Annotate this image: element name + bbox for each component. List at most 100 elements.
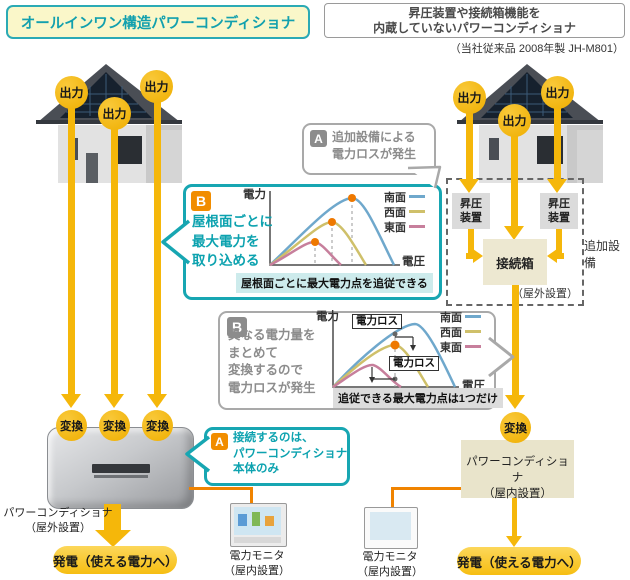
- arrow-down-icon: [147, 394, 167, 408]
- legend-label: 東面: [384, 221, 406, 234]
- power-monitor-left: [230, 503, 287, 547]
- booster-label-line: 昇圧: [548, 198, 570, 210]
- arrow-down-icon: [61, 394, 81, 408]
- booster-to-junction-line: [554, 253, 564, 259]
- callout-a-line: パワーコンディショナ: [233, 447, 348, 460]
- legend-swatch-south: [409, 195, 425, 198]
- callout-b-text: 屋根面ごとに 最大電力を 取り込める: [192, 212, 273, 271]
- callout-b2-line: 異なる電力量を: [228, 328, 316, 342]
- convert-badge: 変換: [142, 410, 173, 441]
- convert-badge: 変換: [99, 410, 130, 441]
- legend-roof-faces: 南面 西面 東面: [440, 309, 481, 354]
- legend-item-east: 東面: [440, 339, 481, 354]
- chart1-caption: 屋根面ごとに最大電力点を追従できる: [236, 273, 433, 293]
- convert-badge: 変換: [500, 412, 531, 443]
- title-all-in-one: オールインワン構造パワーコンディショナ: [6, 5, 310, 39]
- monitor-cable: [391, 487, 394, 508]
- power-monitor-label: 電力モニタ （屋内設置）: [357, 550, 423, 580]
- callout-a-line: 本体のみ: [233, 463, 279, 475]
- legend-item-south: 南面: [384, 189, 425, 204]
- power-conditioner-outdoor-line: パワーコンディショナ: [3, 507, 113, 519]
- output-badge: 出力: [453, 81, 486, 114]
- junction-box-label: 接続箱: [496, 256, 534, 271]
- callout-b-line: 最大電力を: [192, 233, 260, 249]
- bubble-tail-left: [161, 219, 191, 265]
- arrow-down-icon: [104, 394, 124, 408]
- title-conventional: 昇圧装置や接続箱機能を 内蔵していないパワーコンディショナ: [324, 3, 625, 38]
- power-monitor-label-line: （屋内設置）: [224, 565, 290, 577]
- badge-b: B: [227, 317, 247, 337]
- additional-equipment-label: 追加設備: [584, 239, 621, 270]
- convert-badge-label: 変換: [146, 420, 169, 433]
- pv-curve-chart-1: [269, 191, 400, 267]
- callout-a-right-text: 追加設備による 電力ロスが発生: [332, 129, 416, 163]
- legend-roof-faces: 南面 西面 東面: [384, 189, 425, 234]
- power-monitor-right: [364, 507, 418, 549]
- monitor-graphic: [238, 514, 247, 526]
- badge-a-label: A: [314, 131, 323, 146]
- y-axis-label-power: 電力: [316, 311, 339, 323]
- convert-badge: 変換: [56, 410, 87, 441]
- legend-label: 西面: [384, 206, 406, 219]
- pcs-output-line: [512, 498, 517, 538]
- junction-output-line: [512, 285, 519, 397]
- monitor-cable: [250, 487, 253, 504]
- legend-item-east: 東面: [384, 219, 425, 234]
- arrow-down-icon: [459, 179, 479, 193]
- legend-item-west: 西面: [440, 324, 481, 339]
- booster-label-line: 装置: [460, 212, 482, 224]
- power-monitor-label-line: 電力モニタ: [362, 551, 418, 563]
- pcs-box-label-line: パワーコンディショナ: [466, 456, 569, 484]
- badge-b-label: B: [195, 193, 207, 209]
- monitor-buttons: [234, 537, 281, 543]
- power-conditioner-outdoor-line: （屋外設置）: [25, 522, 91, 534]
- monitor-graphic: [252, 512, 260, 526]
- power-monitor-label: 電力モニタ （屋内設置）: [224, 549, 290, 579]
- power-conditioner-indoor-box: パワーコンディショナ （屋内設置）: [461, 440, 574, 500]
- output-badge: 出力: [498, 104, 531, 137]
- convert-badge-label: 変換: [103, 420, 126, 433]
- junction-box: 接続箱: [483, 239, 547, 285]
- legend-label: 南面: [384, 191, 406, 204]
- title-conventional-line1: 昇圧装置や接続箱機能を: [408, 5, 541, 20]
- generation-label: 発電（使える電力へ）: [53, 554, 178, 569]
- output-line: [154, 95, 161, 394]
- x-axis-label-voltage: 電圧: [402, 256, 425, 268]
- bubble-tail-down: [407, 165, 442, 189]
- output-badge: 出力: [541, 76, 574, 109]
- legend-swatch-east: [465, 345, 481, 348]
- output-line: [511, 133, 518, 227]
- legend-label: 西面: [440, 326, 462, 339]
- legend-swatch-west: [409, 210, 425, 213]
- callout-a-line: 接続するのは、: [233, 432, 314, 444]
- convert-badge-label: 変換: [60, 420, 83, 433]
- legend-swatch-west: [465, 330, 481, 333]
- monitor-screen: [370, 512, 411, 540]
- pv-curve-chart-2: [332, 313, 459, 389]
- booster-label-line: 昇圧: [460, 198, 482, 210]
- callout-a-left-text: 接続するのは、 パワーコンディショナ 本体のみ: [233, 431, 347, 478]
- device-vent: [94, 475, 148, 478]
- bubble-tail-left: [185, 435, 211, 473]
- power-monitor-label-line: 電力モニタ: [229, 550, 285, 562]
- outdoor-note: （屋外設置）: [512, 288, 578, 300]
- badge-a: A: [211, 433, 228, 450]
- legend-label: 東面: [440, 341, 462, 354]
- arrow-down-icon: [95, 530, 131, 547]
- convert-badge-label: 変換: [504, 422, 527, 435]
- y-axis-label-power: 電力: [243, 189, 266, 201]
- arrow-down-icon: [547, 179, 567, 193]
- output-badge: 出力: [55, 76, 88, 109]
- conventional-model-note: （当社従来品 2008年製 JH-M801）: [449, 43, 624, 55]
- booster-box: 昇圧 装置: [540, 193, 578, 229]
- arrow-right-icon: [473, 249, 483, 263]
- output-badge: 出力: [140, 70, 173, 103]
- callout-b-line: 屋根面ごとに: [192, 214, 273, 229]
- callout-a-line: 電力ロスが発生: [332, 147, 417, 161]
- badge-a-label: A: [215, 434, 224, 449]
- output-badge-label: 出力: [102, 107, 127, 121]
- output-badge-label: 出力: [545, 86, 570, 100]
- output-badge-label: 出力: [502, 114, 527, 128]
- monitor-graphic: [265, 516, 274, 526]
